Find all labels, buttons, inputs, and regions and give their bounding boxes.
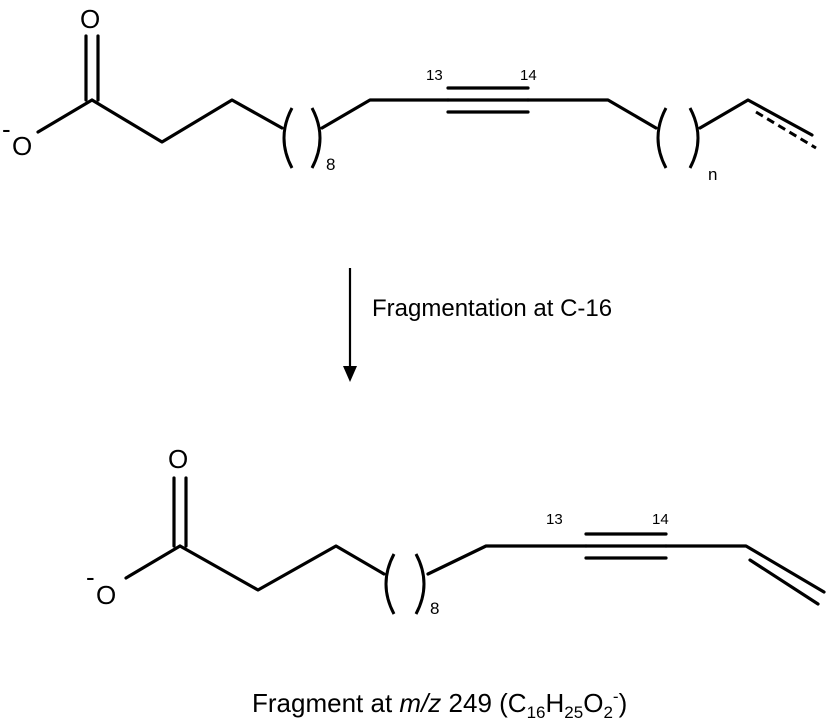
reaction-label: Fragmentation at C-16: [372, 295, 612, 322]
caption-c: C: [508, 688, 527, 718]
caption-o: O: [583, 688, 603, 718]
reactant-chain-mid: [320, 98, 450, 130]
reactant-paren-left-2: [656, 107, 668, 169]
caption-mz: m/z: [399, 688, 441, 718]
product-chain-left: [178, 544, 386, 592]
reactant-oxygen-top: O: [80, 4, 100, 34]
reactant-oxygen-left: O: [12, 131, 32, 161]
caption-suffix: ): [619, 688, 628, 718]
product-carbon-label-13: 13: [546, 511, 563, 528]
reactant-chain-end: [698, 98, 814, 137]
reactant-molecule: O O - 13 14 8 n: [2, 4, 817, 184]
reactant-chain-left: [90, 98, 284, 144]
product-paren-left: [384, 553, 396, 615]
product-oxygen-top: O: [168, 444, 188, 474]
product-vinyl-double-bond: [748, 558, 820, 606]
product-paren-right: [414, 553, 426, 615]
arrow-head: [343, 366, 357, 382]
reactant-paren-right-1: [310, 107, 322, 169]
reactant-c-o-single-bond: [36, 98, 94, 134]
product-molecule: O O - 13 14 8: [86, 444, 826, 618]
product-oxygen-left: O: [96, 580, 116, 610]
reactant-paren-left-1: [282, 107, 294, 169]
caption-o-sub: 2: [603, 703, 612, 722]
product-charge: -: [86, 562, 95, 592]
product-carbon-label-14: 14: [652, 511, 669, 528]
fragment-caption: Fragment at m/z 249 (C16H25O2-): [252, 687, 627, 722]
reactant-carbon-label-14: 14: [520, 67, 537, 84]
reactant-dashed-bond: [755, 110, 817, 150]
product-chain-right: [664, 544, 826, 594]
caption-c-sub: 16: [527, 703, 546, 722]
caption-prefix: Fragment at: [252, 688, 399, 718]
reactant-carbon-label-13: 13: [426, 67, 443, 84]
reactant-repeat-count-n: n: [708, 165, 717, 184]
reactant-paren-right-2: [688, 107, 700, 169]
product-repeat-count-8: 8: [430, 599, 439, 618]
reactant-repeat-count-8: 8: [326, 155, 335, 174]
reactant-charge: -: [2, 114, 11, 144]
product-chain-mid: [426, 544, 588, 576]
product-c-o-single-bond: [124, 544, 182, 580]
caption-value: 249 (: [441, 688, 508, 718]
caption-h: H: [546, 688, 565, 718]
caption-h-sub: 25: [564, 703, 583, 722]
reaction-arrow: Fragmentation at C-16: [343, 268, 612, 382]
reactant-chain-right: [526, 98, 658, 130]
caption-charge: -: [613, 687, 619, 706]
